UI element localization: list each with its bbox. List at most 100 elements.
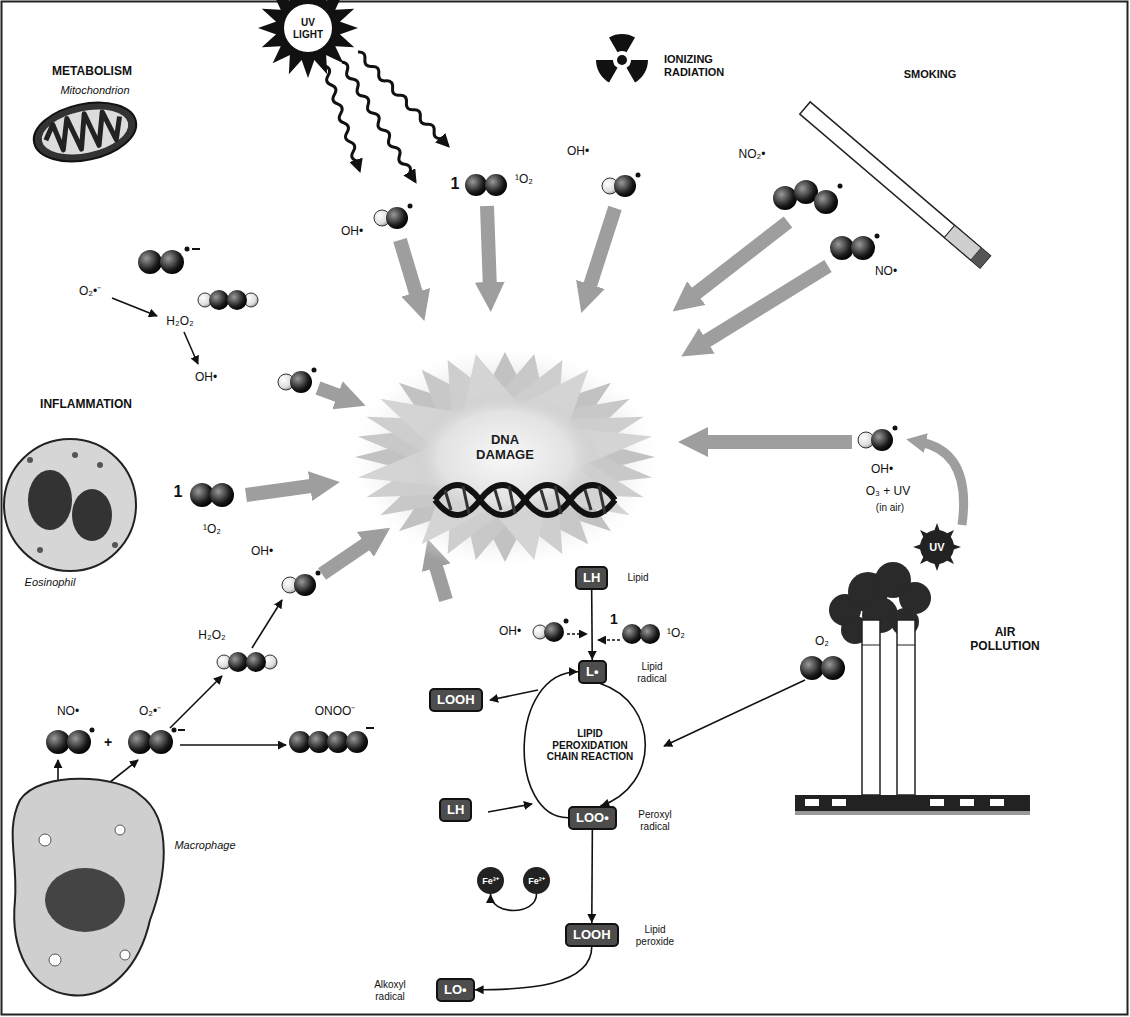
uv-rays bbox=[356, 50, 450, 148]
reaction-arrow-line bbox=[591, 830, 593, 923]
text-label: Mitochondrion bbox=[60, 84, 129, 97]
species-formula: LH bbox=[583, 570, 600, 585]
text-label: INFLAMMATION bbox=[40, 398, 132, 412]
lipid-species-box: LOOH bbox=[429, 688, 483, 712]
mitochondrion-drawing bbox=[28, 94, 141, 170]
text-label: OH• bbox=[499, 625, 521, 639]
macrophage-drawing bbox=[39, 834, 51, 846]
molecules bbox=[294, 574, 316, 596]
radiation-symbol bbox=[593, 32, 651, 88]
small-arrows bbox=[567, 633, 587, 635]
cigarette-drawing bbox=[800, 102, 991, 268]
text-label: + bbox=[104, 734, 112, 750]
molecules bbox=[312, 368, 317, 373]
damage-arrows bbox=[318, 388, 345, 398]
species-formula: LOOH bbox=[573, 927, 611, 942]
damage-arrows bbox=[322, 540, 372, 574]
molecules bbox=[192, 248, 200, 250]
molecules bbox=[67, 730, 91, 754]
molecules bbox=[465, 174, 487, 196]
text-label: O₂ bbox=[815, 635, 829, 649]
small-arrows bbox=[112, 298, 157, 316]
damage-star bbox=[345, 340, 665, 575]
molecules bbox=[209, 290, 229, 310]
molecules bbox=[614, 175, 636, 197]
air-pollution-drawing bbox=[795, 523, 1030, 815]
text-label: OH• bbox=[341, 225, 363, 239]
small-arrows bbox=[598, 639, 620, 641]
damage-star bbox=[355, 352, 655, 562]
molecules bbox=[46, 730, 70, 754]
damage-arrows bbox=[700, 266, 828, 345]
air-pollution-drawing bbox=[930, 799, 944, 806]
reaction-arrow-line bbox=[475, 947, 592, 990]
text-label: NO• bbox=[57, 705, 79, 719]
molecules bbox=[90, 728, 95, 733]
air-pollution-drawing bbox=[795, 811, 1030, 815]
text-label: Peroxyl radical bbox=[630, 809, 680, 832]
cigarette-drawing bbox=[971, 248, 991, 268]
species-formula: L• bbox=[586, 664, 599, 679]
molecules bbox=[138, 250, 162, 274]
arrowhead bbox=[475, 985, 484, 994]
molecules bbox=[227, 290, 247, 310]
lipid-species-box: LH bbox=[575, 566, 608, 590]
molecules bbox=[636, 173, 641, 178]
text-label: OH• bbox=[251, 545, 273, 559]
damage-star-node: DNA DAMAGE bbox=[345, 340, 665, 575]
arrowhead bbox=[588, 651, 597, 660]
small-arrows bbox=[184, 332, 198, 364]
macrophage-drawing bbox=[13, 779, 164, 996]
radiation-symbol bbox=[609, 34, 635, 52]
eosinophil-drawing bbox=[97, 462, 103, 468]
molecules bbox=[622, 624, 642, 644]
arrowhead bbox=[587, 914, 596, 923]
eosinophil-drawing bbox=[37, 547, 43, 553]
molecules bbox=[773, 186, 797, 210]
text-label: 1 bbox=[610, 611, 618, 627]
small-arrows bbox=[180, 744, 286, 746]
small-arrows bbox=[664, 680, 805, 746]
damage-arrows bbox=[920, 442, 964, 525]
text-label: O₃ + UV bbox=[866, 485, 911, 499]
molecules bbox=[210, 483, 234, 507]
molecules bbox=[128, 730, 152, 754]
reaction-arrow bbox=[587, 830, 596, 923]
damage-star bbox=[463, 486, 469, 514]
molecules bbox=[838, 184, 843, 189]
text-label: 1 bbox=[174, 483, 183, 501]
lipid-species-box: L• bbox=[578, 660, 607, 684]
damage-star bbox=[445, 486, 605, 514]
damage-star bbox=[585, 490, 591, 510]
damage-star bbox=[541, 490, 547, 510]
text-label: OH• bbox=[871, 463, 893, 477]
damage-arrows bbox=[400, 240, 418, 300]
damage-star bbox=[345, 340, 665, 575]
mitochondrion-drawing bbox=[42, 107, 124, 156]
air-pollution-drawing bbox=[960, 799, 974, 806]
small-arrows bbox=[170, 676, 222, 728]
species-formula: LH bbox=[447, 802, 464, 817]
damage-arrows bbox=[588, 208, 615, 292]
lipid-species-box: LO• bbox=[436, 978, 475, 1002]
text-label: IONIZING RADIATION bbox=[664, 53, 736, 78]
air-pollution-drawing bbox=[897, 645, 915, 646]
small-arrows bbox=[58, 298, 805, 812]
text-label: (in air) bbox=[876, 502, 904, 514]
molecules bbox=[875, 234, 880, 239]
damage-title: DNA DAMAGE bbox=[465, 433, 545, 463]
lipid-species-box: LH bbox=[439, 798, 472, 822]
damage-star bbox=[599, 486, 605, 514]
molecules bbox=[366, 727, 374, 729]
damage-arrows bbox=[700, 435, 852, 449]
molecules bbox=[408, 204, 413, 209]
text-label: SMOKING bbox=[904, 68, 957, 81]
text-label: 1 bbox=[451, 175, 460, 193]
molecules bbox=[485, 174, 507, 196]
lipid-species-box: LOO• bbox=[568, 806, 617, 830]
text-label: UV bbox=[929, 541, 944, 554]
molecules bbox=[290, 371, 312, 393]
damage-star bbox=[509, 486, 515, 514]
small-arrows bbox=[252, 600, 282, 648]
air-pollution-drawing bbox=[897, 620, 915, 795]
